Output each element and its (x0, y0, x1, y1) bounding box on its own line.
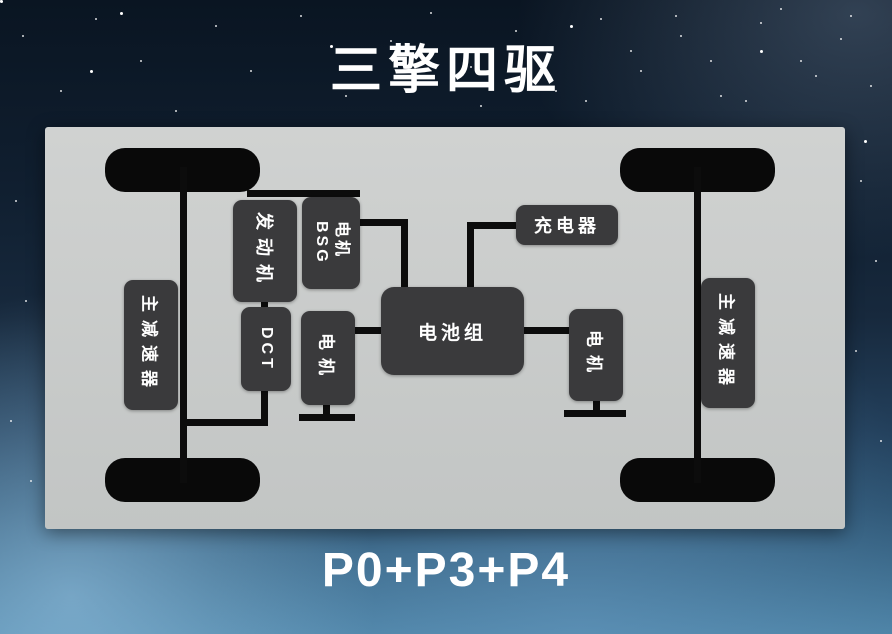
front-reducer-box: 主减速器 (124, 280, 178, 410)
diagram-title: 三擎四驱 (329, 42, 562, 100)
bsg-battery-line-h (356, 219, 408, 226)
engine-box: 发动机 (233, 200, 297, 302)
front-motor-label: 电机 (316, 333, 336, 383)
front-motor-box: 电机 (301, 311, 355, 405)
battery-front-motor-line (355, 327, 381, 334)
charger-label: 充电器 (534, 216, 600, 236)
bsg-motor-label-line2: 电机 (333, 221, 350, 260)
battery-box: 电池组 (381, 287, 524, 375)
dct-front-axle-line (180, 419, 268, 426)
front-motor-output-stub (323, 404, 330, 418)
rear-motor-output-bar (564, 410, 626, 417)
front-axle-line (180, 167, 187, 483)
rear-motor-box: 电机 (569, 309, 623, 401)
rear-axle-line (694, 167, 701, 483)
dct-box: DCT (241, 307, 291, 391)
battery-label: 电池组 (417, 322, 487, 344)
dct-label: DCT (258, 326, 275, 372)
bsg-battery-line-v (401, 219, 408, 287)
bright-stars-decoration (0, 0, 3, 3)
rear-motor-label: 电机 (584, 330, 604, 380)
charger-box: 充电器 (516, 205, 618, 245)
engine-dct-line (261, 301, 268, 309)
dct-output-line (261, 390, 268, 424)
engine-label: 发动机 (254, 212, 274, 290)
charger-battery-line-h (467, 222, 516, 229)
engine-bsg-belt-line (247, 190, 360, 197)
rear-motor-output-stub (593, 400, 600, 414)
rear-reducer-box: 主减速器 (701, 278, 755, 408)
battery-rear-motor-line (524, 327, 569, 334)
charger-battery-line-v (467, 222, 474, 287)
front-reducer-label: 主减速器 (139, 295, 159, 395)
front-motor-output-bar (299, 414, 355, 421)
powertrain-config-label: P0+P3+P4 (321, 544, 571, 597)
rear-reducer-label: 主减速器 (716, 293, 736, 393)
bsg-motor-label-line1: BSG (313, 221, 330, 265)
